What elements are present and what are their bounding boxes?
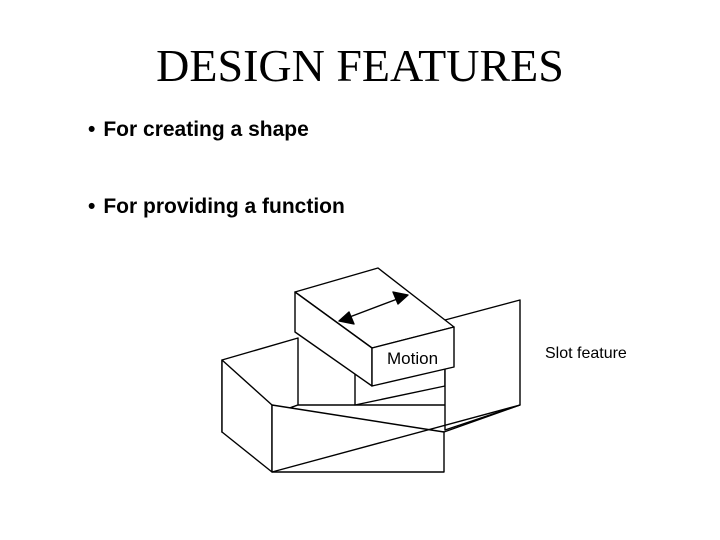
slot-right-wall [444, 299, 521, 431]
arrowhead-left [338, 311, 355, 325]
bullet-marker: • [88, 195, 96, 218]
bullet-item-providing-function: • For providing a function [88, 192, 345, 222]
slide-title: DESIGN FEATURES [156, 40, 564, 91]
slot-front-wall [271, 404, 445, 473]
bullet-text: For creating a shape [103, 118, 309, 141]
bullet-item-creating-shape: • For creating a shape [88, 115, 309, 145]
block-front-face [371, 326, 455, 387]
arrowhead-right [392, 291, 409, 305]
slot-feature-caption: Slot feature [545, 345, 627, 362]
bullet-text: For providing a function [103, 195, 345, 218]
slot-inner-edge [271, 404, 521, 473]
block-label: Motion [387, 349, 438, 368]
motion-arrow [338, 291, 409, 325]
bullet-marker: • [88, 118, 96, 141]
